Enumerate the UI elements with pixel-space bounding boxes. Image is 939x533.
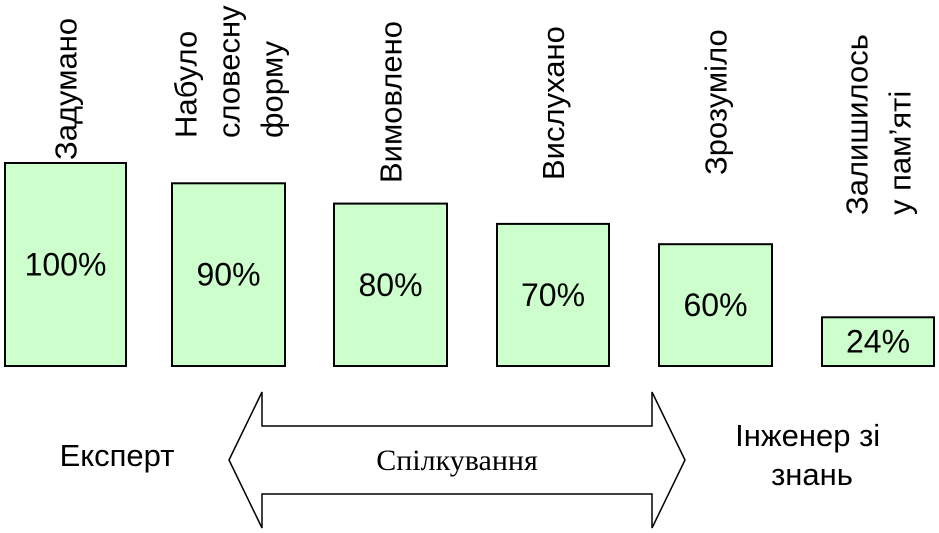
- stage-percent-label: 70%: [521, 277, 585, 313]
- stage-label-line: у пам’яті: [883, 91, 918, 215]
- stage-label: Задумано: [49, 18, 84, 160]
- stage-label-line: Вислухано: [536, 26, 571, 180]
- stage-percent-label: 24%: [846, 324, 910, 360]
- stage-label-line: словесну: [212, 5, 247, 138]
- stage-bar: [4, 162, 127, 367]
- stage-label: Зрозуміло: [699, 29, 734, 175]
- double-arrow-shape: [228, 391, 686, 529]
- engineer-label: Інженер зі знань: [735, 418, 889, 492]
- stage-label-line: Набуло: [169, 31, 204, 138]
- stage-percent-label: 100%: [25, 247, 107, 283]
- stage-bar: [333, 202, 448, 367]
- stage-percent-label: 60%: [683, 287, 747, 323]
- stage-bar: [496, 222, 610, 367]
- stage-label-line: Залишилось: [840, 34, 875, 215]
- stage-label: Вислухано: [536, 26, 571, 180]
- engineer-label-line: Інженер зі: [735, 418, 880, 453]
- stage-label-line: форму: [255, 40, 290, 138]
- stage-label-line: Задумано: [49, 18, 84, 160]
- stage-bar: [658, 243, 773, 367]
- stage-label-line: Зрозуміло: [699, 29, 734, 175]
- stage-bar: [821, 316, 935, 367]
- expert-label: Експерт: [60, 438, 175, 473]
- arrow-label: Спілкування: [376, 444, 538, 477]
- communication-arrow: Спілкування: [228, 391, 686, 529]
- stage-bar: [171, 182, 286, 367]
- stage-percent-label: 90%: [196, 257, 260, 293]
- stage-label-line: Вимовлено: [374, 21, 409, 183]
- engineer-label-line: знань: [771, 457, 853, 492]
- stage-label: Вимовлено: [374, 21, 409, 183]
- stage-percent-label: 80%: [358, 267, 422, 303]
